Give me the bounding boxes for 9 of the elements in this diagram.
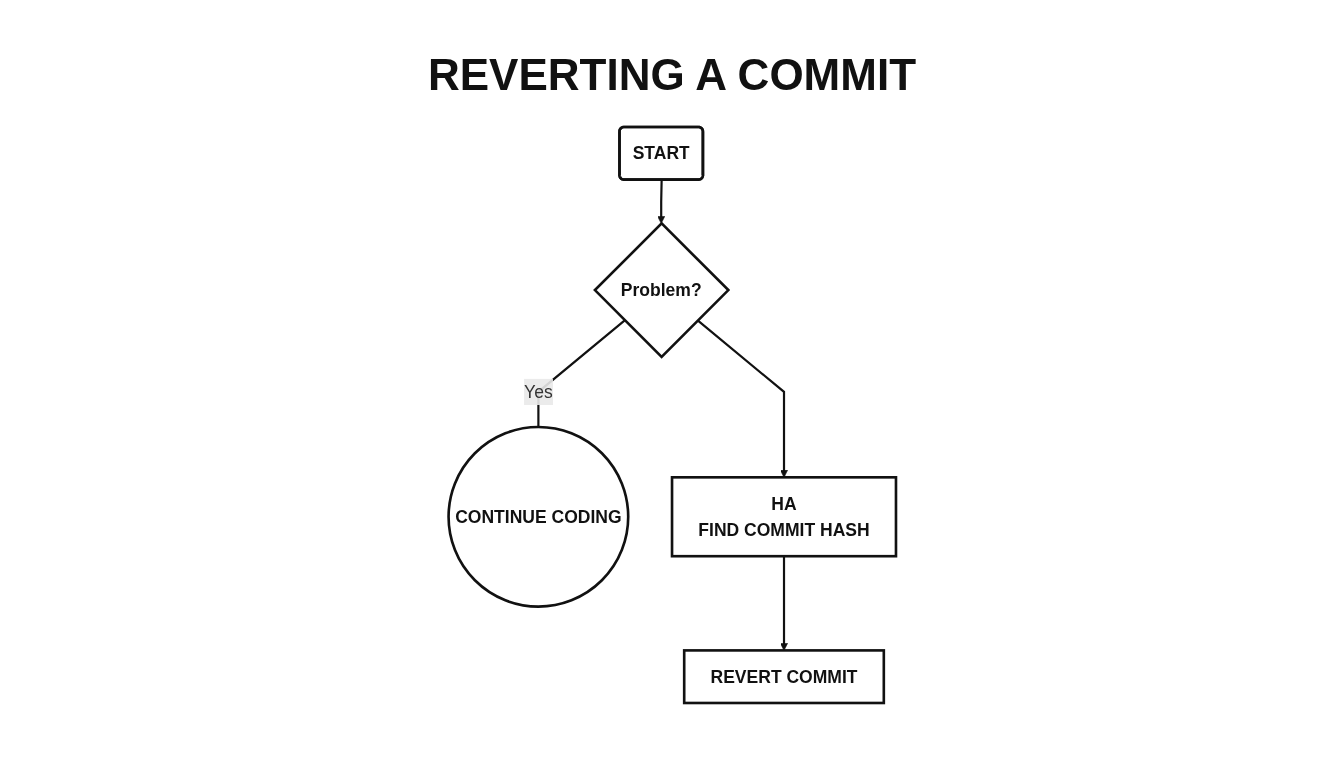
node-box: HA FIND COMMIT HASH	[670, 476, 897, 558]
edge-label: Yes	[523, 382, 553, 402]
diagram-title: REVERTING A COMMIT	[427, 50, 917, 100]
arrow	[657, 180, 665, 224]
arrow	[696, 319, 788, 478]
node-box: REVERT COMMIT	[682, 649, 885, 705]
node-diamond: Problem?	[592, 221, 730, 359]
arrow	[779, 556, 788, 651]
node-circle: CONTINUE CODING	[446, 425, 630, 608]
